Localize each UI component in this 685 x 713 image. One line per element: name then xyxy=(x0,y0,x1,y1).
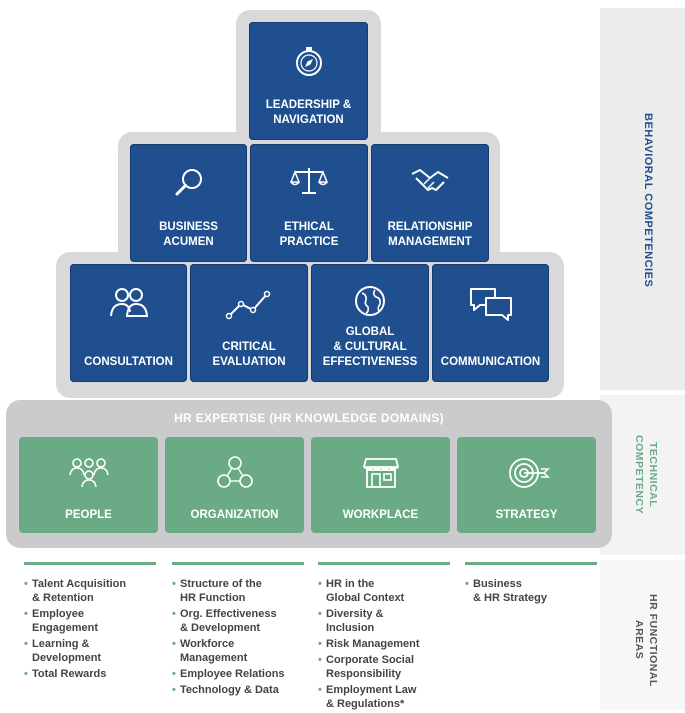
tile-label: BUSINESS ACUMEN xyxy=(159,221,218,248)
behavioral-band xyxy=(600,8,685,390)
behavioral-side-label: BEHAVIORAL COMPETENCIES xyxy=(642,112,654,288)
globe-icon xyxy=(355,286,385,316)
domain-organization: ORGANIZATION xyxy=(165,437,304,533)
column-rule xyxy=(24,562,156,565)
list-item: Employment Law & Regulations* xyxy=(318,683,450,711)
tile-critical-evaluation: CRITICAL EVALUATION xyxy=(190,264,308,382)
line-graph-icon xyxy=(225,290,271,320)
handshake-icon xyxy=(411,169,449,191)
scales-icon xyxy=(289,168,329,194)
functional-column-people: Talent Acquisition & Retention Employee … xyxy=(24,562,156,683)
storefront-icon xyxy=(362,458,399,488)
list-item: Employee Engagement xyxy=(24,607,156,635)
target-icon xyxy=(508,458,550,488)
hr-expertise-header: HR EXPERTISE (HR KNOWLEDGE DOMAINS) xyxy=(174,411,444,425)
domain-label: PEOPLE xyxy=(65,509,112,521)
list-item: Corporate Social Responsibility xyxy=(318,653,450,681)
functional-column-strategy: Business & HR Strategy xyxy=(465,562,597,607)
tile-label: RELATIONSHIP MANAGEMENT xyxy=(387,221,473,248)
list-item: Org. Effectiveness & Development xyxy=(172,607,304,635)
tile-ethical-practice: ETHICAL PRACTICE xyxy=(250,144,368,262)
column-rule xyxy=(465,562,597,565)
list-item: Employee Relations xyxy=(172,667,304,681)
list-item: HR in the Global Context xyxy=(318,577,450,605)
tile-label: GLOBAL & CULTURAL EFFECTIVENESS xyxy=(322,326,418,368)
tile-label: COMMUNICATION xyxy=(440,356,541,368)
list-item: Talent Acquisition & Retention xyxy=(24,577,156,605)
list-item: Risk Management xyxy=(318,637,450,651)
people-icon xyxy=(109,288,148,317)
domain-workplace: WORKPLACE xyxy=(311,437,450,533)
functional-band xyxy=(600,560,685,710)
speech-bubbles-icon xyxy=(469,288,512,321)
list-item: Total Rewards xyxy=(24,667,156,681)
tile-label: CONSULTATION xyxy=(84,356,173,368)
list-item: Business & HR Strategy xyxy=(465,577,597,605)
list-item: Structure of the HR Function xyxy=(172,577,304,605)
functional-side-label: HR FUNCTIONAL AREAS xyxy=(633,593,659,687)
tile-relationship-management: RELATIONSHIP MANAGEMENT xyxy=(371,144,489,262)
magnifier-icon xyxy=(175,169,202,196)
domain-label: ORGANIZATION xyxy=(190,509,279,521)
tile-leadership-navigation: LEADERSHIP & NAVIGATION xyxy=(249,22,368,140)
technical-band xyxy=(600,395,685,555)
tile-label: CRITICAL EVALUATION xyxy=(212,341,286,368)
functional-column-workplace: HR in the Global Context Diversity & Inc… xyxy=(318,562,450,713)
functional-column-organization: Structure of the HR Function Org. Effect… xyxy=(172,562,304,699)
tile-business-acumen: BUSINESS ACUMEN xyxy=(130,144,247,262)
tile-label: ETHICAL PRACTICE xyxy=(279,221,339,248)
domain-label: STRATEGY xyxy=(495,509,558,521)
list-item: Learning & Development xyxy=(24,637,156,665)
compass-icon xyxy=(295,47,322,76)
column-rule xyxy=(172,562,304,565)
group-icon xyxy=(68,458,109,488)
domain-strategy: STRATEGY xyxy=(457,437,596,533)
domain-people: PEOPLE xyxy=(19,437,158,533)
list-item: Workforce Management xyxy=(172,637,304,665)
tile-communication: COMMUNICATION xyxy=(432,264,549,382)
tile-global-cultural-effectiveness: GLOBAL & CULTURAL EFFECTIVENESS xyxy=(311,264,429,382)
technical-side-label: TECHNICAL COMPETENCY xyxy=(633,435,659,515)
tile-consultation: CONSULTATION xyxy=(70,264,187,382)
list-item: Diversity & Inclusion xyxy=(318,607,450,635)
domain-label: WORKPLACE xyxy=(342,509,419,521)
network-icon xyxy=(216,456,253,488)
list-item: Technology & Data xyxy=(172,683,304,697)
tile-label: LEADERSHIP & NAVIGATION xyxy=(265,99,352,126)
column-rule xyxy=(318,562,450,565)
